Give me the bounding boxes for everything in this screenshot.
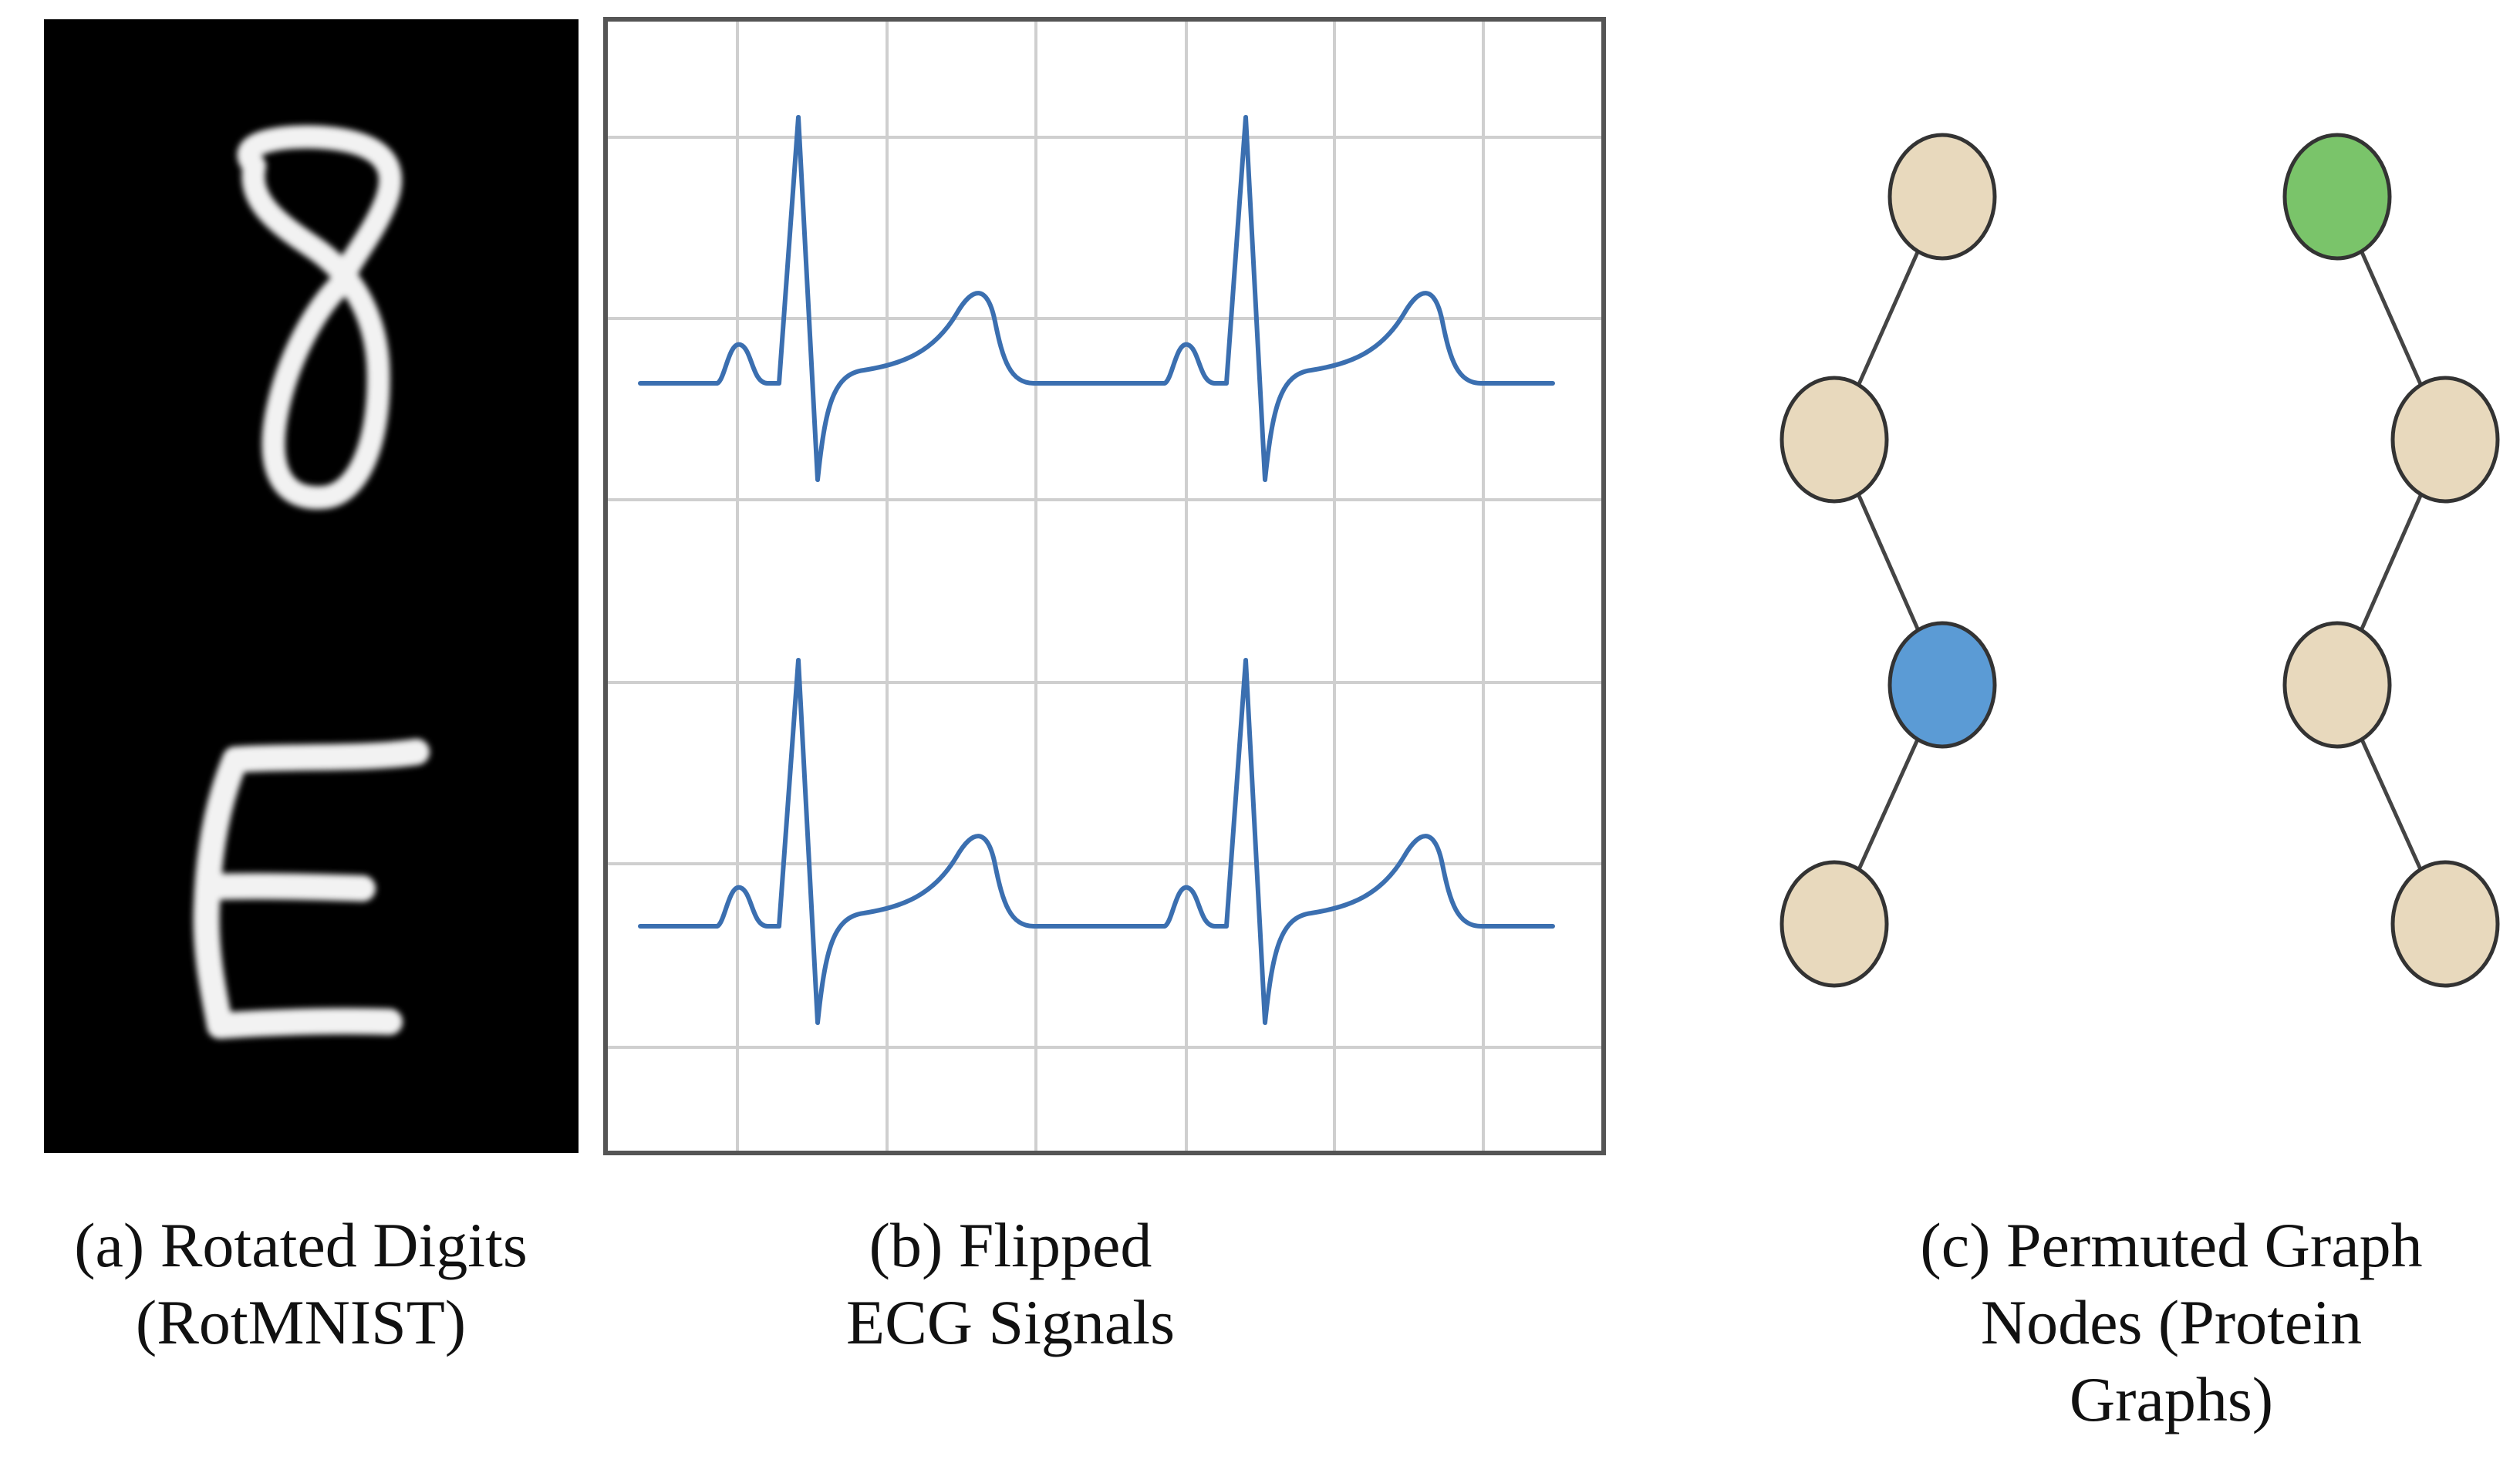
caption-b: (b) Flipped ECG Signals	[771, 1207, 1250, 1361]
graph-1-node-3	[1887, 621, 1997, 749]
caption-c-line-3: Graphs)	[2069, 1364, 2274, 1434]
panel-c	[1780, 133, 2500, 988]
caption-c: (c) Permuted Graph Nodes (Protein Graphs…	[1817, 1207, 2520, 1438]
caption-b-line-1: (b) Flipped	[869, 1210, 1152, 1280]
caption-a: (a) Rotated Digits (RotMNIST)	[0, 1207, 602, 1361]
graph-2-node-3	[2282, 621, 2392, 749]
ecg-trace-2	[638, 658, 1555, 1025]
graph-2-node-4	[2390, 860, 2500, 988]
digit-8	[237, 125, 402, 510]
panel-a-background	[44, 19, 579, 1153]
graph-1-node-4	[1780, 860, 1889, 988]
panel-a	[44, 19, 579, 1153]
caption-a-line-2: (RotMNIST)	[135, 1287, 467, 1357]
caption-c-line-1: (c) Permuted Graph	[1920, 1210, 2423, 1280]
caption-a-line-1: (a) Rotated Digits	[74, 1210, 528, 1280]
caption-c-line-2: Nodes (Protein	[1980, 1287, 2363, 1357]
graph-2-node-2	[2390, 376, 2500, 504]
panel-b-frame	[603, 17, 1606, 1155]
ecg-grid	[606, 19, 1604, 1153]
ecg-trace-1	[638, 115, 1555, 482]
digit-e	[193, 739, 430, 1039]
graph-2-node-1	[2282, 133, 2392, 261]
caption-b-line-2: ECG Signals	[846, 1287, 1175, 1357]
panel-b	[603, 17, 1606, 1155]
ecg-traces	[638, 115, 1555, 1025]
graph-1-node-2	[1780, 376, 1889, 504]
graph-1-node-1	[1887, 133, 1997, 261]
